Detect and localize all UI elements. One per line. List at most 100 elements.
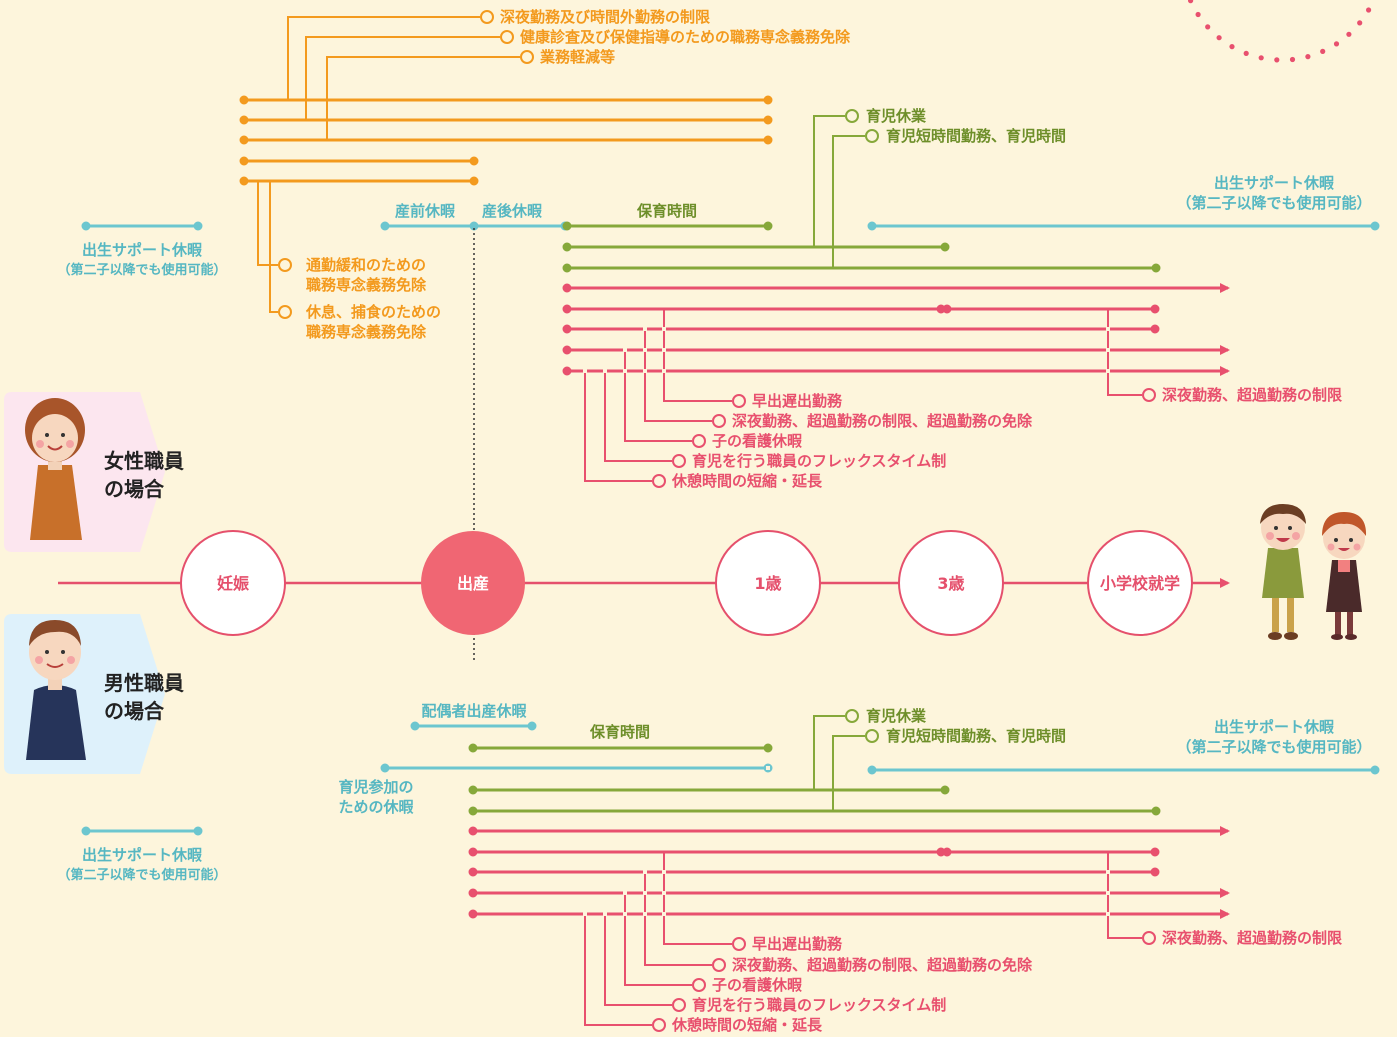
bullet-icon — [652, 474, 666, 488]
svg-text:出産: 出産 — [457, 574, 489, 593]
support-right-line2: （第二子以降でも使用可能） — [1176, 194, 1371, 212]
short-hours-label: 育児短時間勤務、育児時間 — [886, 127, 1066, 145]
dot-mark — [1188, 0, 1194, 4]
bullet-icon — [692, 978, 706, 992]
nursing-time-label: 保育時間 — [636, 202, 697, 220]
dot-mark — [1289, 56, 1296, 63]
milestone-age3: 3歳 — [898, 530, 1004, 636]
male-nursing-label: 保育時間 — [589, 723, 650, 741]
male-pink-label-4: 休憩時間の短縮・延長 — [671, 1016, 823, 1034]
bullet-icon — [865, 729, 879, 743]
dotted-circle-icon — [1188, 0, 1372, 63]
pink-label-1: 深夜勤務、超過勤務の制限、超過勤務の免除 — [732, 412, 1033, 430]
support-left-line2: （第二子以降でも使用可能） — [57, 262, 226, 278]
bullet-icon — [692, 434, 706, 448]
male-pink-connectors — [584, 852, 1142, 1026]
male-green-bars — [468, 743, 1161, 816]
orange-bars — [239, 95, 773, 186]
milestone-school: 小学校就学 — [1087, 530, 1193, 636]
green-connectors — [813, 115, 865, 268]
male-pink-label-1: 深夜勤務、超過勤務の制限、超過勤務の免除 — [732, 956, 1033, 974]
pink-label-0: 早出遅出勤務 — [752, 392, 843, 410]
bullet-icon — [732, 937, 746, 951]
bullet-icon — [1142, 931, 1156, 945]
male-green-connectors — [813, 715, 865, 811]
male-support-right-line1: 出生サポート休暇 — [1214, 718, 1334, 736]
male-pink-label-0: 早出遅出勤務 — [752, 935, 843, 953]
milestone-pregnancy: 妊娠 — [180, 530, 286, 636]
female-title-line1: 女性職員 — [104, 449, 184, 473]
dot-mark — [1305, 54, 1311, 60]
milestone-age1: 1歳 — [715, 530, 821, 636]
orange-label-1: 健康診査及び保健指導のための職務専念義務免除 — [520, 28, 851, 46]
dot-mark — [1320, 48, 1326, 55]
prenatal-leave-label: 産前休暇 — [395, 202, 455, 220]
bullet-icon — [712, 414, 726, 428]
limit-label: 深夜勤務、超過勤務の制限 — [1162, 386, 1342, 404]
svg-text:小学校就学: 小学校就学 — [1100, 574, 1180, 593]
dot-mark — [1195, 11, 1201, 18]
dot-mark — [1205, 24, 1211, 30]
orange-connectors — [257, 16, 520, 313]
male-pink-bars — [468, 826, 1230, 919]
bullet-icon — [672, 998, 686, 1012]
bullet-icon — [845, 709, 859, 723]
bullet-icon — [732, 394, 746, 408]
commute-label-line2: 職務専念義務免除 — [306, 276, 427, 294]
male-short-hours-label: 育児短時間勤務、育児時間 — [886, 727, 1066, 745]
dot-mark — [1216, 35, 1222, 41]
dot-mark — [1346, 31, 1352, 37]
bullet-icon — [1142, 388, 1156, 402]
svg-text:妊娠: 妊娠 — [217, 574, 250, 593]
bullet-icon — [278, 258, 292, 272]
bullet-icon — [712, 958, 726, 972]
male-title-line2: の場合 — [104, 699, 165, 723]
timeline: 妊娠 出産 1歳 3歳 小学校就学 — [58, 530, 1230, 636]
pink-label-2: 子の看護休暇 — [712, 432, 802, 450]
male-support-right-line2: （第二子以降でも使用可能） — [1176, 738, 1371, 756]
support-left-line1: 出生サポート休暇 — [82, 241, 202, 259]
pink-label-3: 育児を行う職員のフレックスタイム制 — [692, 452, 946, 470]
dot-mark — [1357, 20, 1363, 26]
svg-text:1歳: 1歳 — [754, 574, 781, 593]
participation-line2: ための休暇 — [338, 798, 413, 816]
dot-mark — [1274, 57, 1280, 63]
pink-connectors — [584, 309, 1142, 482]
female-title-line2: の場合 — [104, 477, 165, 501]
rest-label-line1: 休息、捕食のための — [305, 303, 441, 321]
bullet-icon — [500, 30, 514, 44]
orange-label-0: 深夜勤務及び時間外勤務の制限 — [500, 8, 710, 26]
bullet-icon — [278, 305, 292, 319]
bullet-icon — [520, 50, 534, 64]
svg-text:3歳: 3歳 — [937, 574, 964, 593]
dot-mark — [1333, 41, 1340, 47]
milestone-birth: 出産 — [421, 531, 525, 635]
orange-label-2: 業務軽減等 — [539, 48, 615, 66]
bullet-icon — [865, 129, 879, 143]
male-support-left-line2: （第二子以降でも使用可能） — [57, 867, 226, 883]
male-section: 男性職員 の場合 配偶者出産休暇 育児参加の ための休暇 出生サポート休暇 （第… — [4, 614, 1380, 1034]
dot-mark — [1366, 7, 1372, 13]
bullet-icon — [672, 454, 686, 468]
green-bars — [562, 221, 1161, 273]
male-pink-label-3: 育児を行う職員のフレックスタイム制 — [692, 996, 946, 1014]
dot-mark — [1229, 44, 1235, 50]
childcare-leave-label: 育児休業 — [866, 107, 927, 125]
commute-label-line1: 通勤緩和のための — [306, 256, 426, 274]
bullet-icon — [652, 1018, 666, 1032]
man-avatar-icon — [26, 620, 86, 760]
dot-mark — [1258, 55, 1264, 61]
support-right-line1: 出生サポート休暇 — [1214, 174, 1334, 192]
postnatal-leave-label: 産後休暇 — [482, 202, 542, 220]
dot-mark — [1243, 50, 1249, 57]
children-illustration-icon — [1260, 504, 1367, 640]
male-title-line1: 男性職員 — [104, 671, 184, 695]
bullet-icon — [480, 10, 494, 24]
female-section: 女性職員 の場合 深夜勤務及び時間外勤務の制限 健康診査及び保健指導のための職務… — [4, 8, 1380, 552]
male-limit-label: 深夜勤務、超過勤務の制限 — [1162, 929, 1342, 947]
rest-label-line2: 職務専念義務免除 — [306, 323, 427, 341]
maternity-bars — [81, 221, 1380, 231]
pink-label-4: 休憩時間の短縮・延長 — [671, 472, 823, 490]
